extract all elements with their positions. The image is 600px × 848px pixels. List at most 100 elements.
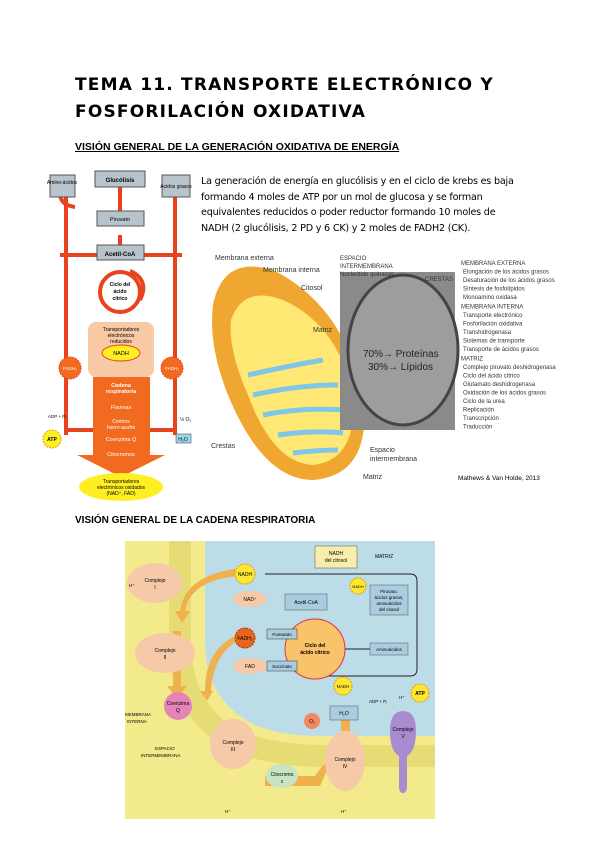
pyruvate-label: Piruvato	[110, 217, 130, 223]
nadh-label: NADH	[113, 351, 129, 357]
fatty-acids-box	[161, 174, 191, 198]
label-intermembrane-1: Espacio	[370, 447, 395, 454]
fad-ellipse	[233, 658, 267, 674]
complex-ii-label: Complejo	[154, 648, 175, 654]
h2o-label: H₂O	[178, 437, 188, 443]
complex-iv-num: IV	[343, 764, 348, 770]
acetyl-coa-box	[96, 244, 145, 261]
complex-ii-num: II	[164, 655, 167, 661]
complex-iii-label: Complejo	[222, 740, 243, 746]
h2o-box	[175, 433, 192, 444]
fadh2-star	[234, 627, 256, 649]
cytochrome-c-label: c	[281, 779, 284, 785]
flavins-label: Flavinas	[111, 405, 132, 411]
micrograph-mitochondrion	[346, 273, 460, 427]
nad-label: NAD⁺	[243, 597, 257, 603]
nadh-cytosol-2: del citosol	[325, 558, 347, 564]
compartment-function: Glutamato deshidrogenasa	[463, 382, 536, 388]
label-cytosol: Citosol	[301, 285, 323, 292]
nadh-star-3	[333, 676, 353, 696]
compartment-function: Transhidrogenasa	[463, 330, 512, 336]
atp-label: ATP	[415, 691, 425, 697]
complex-iv-label: Complejo	[334, 757, 355, 763]
carriers-label-3: reducidos	[110, 339, 132, 345]
nadh-cytosol-1: NADH	[329, 551, 344, 557]
aminoacids-box	[49, 174, 76, 198]
aminoacids-label: Amino-ácidos	[47, 180, 78, 186]
fadh2-label: FADH₂	[237, 636, 252, 642]
fad-label: FAD	[245, 664, 255, 670]
complex-v-label: Complejo	[392, 727, 413, 733]
h2o-label: H₂O	[339, 711, 349, 717]
nadh-label: NADH	[238, 572, 253, 578]
section-heading-respiratory-chain: VISIÓN GENERAL DE LA CADENA RESPIRATORIA	[75, 515, 316, 526]
oxidized-label-1: Transportadores	[103, 479, 140, 485]
label-intermembrane-2: intermembrana	[370, 456, 417, 463]
cycle-label-1: Ciclo del	[305, 643, 326, 649]
respiratory-chain-diagram: Complejo I Complejo II Coenzima Q Comple…	[125, 541, 435, 819]
oxidized-label-3: (NAD⁺, FAD)	[106, 491, 135, 497]
fadh2-left-label: FADH₂	[63, 366, 77, 371]
lipids-percent: 30%→ Lípidos	[368, 362, 433, 373]
cycle-label-2: ácido	[113, 289, 126, 295]
proton-label-4: H⁺	[399, 695, 405, 700]
complex-i-label: Complejo	[144, 578, 165, 584]
pyruvate-box	[96, 210, 145, 227]
fadh2-right	[160, 356, 184, 380]
citric-cycle	[98, 270, 142, 314]
pyruvate-box	[369, 584, 409, 616]
oxidized-label-2: electrónicos oxidados	[97, 485, 146, 491]
nad-ellipse	[233, 591, 267, 607]
compartment-function: Transporte electrónico	[463, 313, 523, 319]
nadh-label-3: NADH	[337, 684, 350, 689]
complex-iv	[325, 731, 365, 791]
nadh-star-2	[349, 577, 367, 595]
title-line-1: TEMA 11. TRANSPORTE ELECTRÓNICO Y	[75, 75, 494, 95]
complex-iii-num: III	[231, 747, 235, 753]
compartment-function: Replicación	[463, 408, 494, 414]
carriers-label-1: Transportadores	[103, 327, 140, 333]
succinate-label: Succinato	[272, 664, 292, 669]
cycle-label-2: ácido cítrico	[300, 650, 329, 656]
compartment-function: Monoamino oxidasa	[463, 295, 517, 301]
label-outer-membrane: Membrana externa	[215, 255, 274, 262]
compartment-function: Transporte de ácidos grasos	[463, 347, 539, 353]
glycolysis-label: Glucólisis	[106, 178, 135, 184]
complex-iii	[210, 719, 256, 769]
proteins-percent: 70%→ Proteínas	[363, 349, 439, 360]
centers-label-1: Centros	[112, 419, 130, 425]
cristae	[247, 357, 344, 456]
atp-label: ATP	[47, 437, 57, 443]
o2-label: O₂	[309, 719, 315, 725]
pyruvate-label-3: aminoácidos	[376, 601, 402, 606]
compartment-function: Ciclo del ácido cítrico	[463, 374, 520, 380]
compartment-function: Síntesis de fosfolípidos	[463, 287, 525, 293]
nadh-label-2: NADH	[352, 584, 363, 589]
compartment-function: Traducción	[463, 425, 492, 431]
label-matrix-2: Matriz	[363, 474, 383, 481]
chain-label-2: respiratoria	[106, 389, 137, 395]
nadh-star	[234, 563, 256, 585]
em-label-space-1: ESPACIO	[340, 256, 367, 262]
mitochondrion-figure: Membrana externa Membrana interna Citoso…	[211, 255, 556, 482]
o2-label: ½ O₂	[180, 416, 191, 423]
compartment-function: Transcripción	[463, 416, 499, 422]
chain-label-1: Cadena	[111, 383, 132, 389]
matrix-label: MATRIZ	[375, 554, 393, 560]
em-label-space-2: INTERMEMBRANA	[340, 264, 393, 270]
membrane-label-2: INTERNA	[127, 719, 147, 724]
centers-label-2: hierro-azufre	[107, 425, 136, 431]
label-cristae: Crestas	[211, 443, 236, 450]
space-label-2: INTERMEMBRANA	[141, 753, 181, 758]
h2o-box	[329, 705, 359, 721]
compartment-title: MEMBRANA INTERNA	[461, 305, 523, 311]
label-matrix: Matriz	[313, 327, 333, 334]
adp-label: ADP + Pᵢ	[369, 699, 387, 704]
em-label-cristae: CRESTAS	[425, 277, 453, 283]
fatty-acids-label: Ácidos grasos	[160, 183, 192, 190]
proton-label-1: H⁺	[129, 583, 135, 588]
complex-ii	[135, 633, 195, 673]
respiratory-chain-arrow	[77, 377, 165, 477]
title-line-2: FOSFORILACIÓN OXIDATIVA	[75, 102, 367, 122]
proton-label-2: H⁺	[225, 809, 231, 814]
